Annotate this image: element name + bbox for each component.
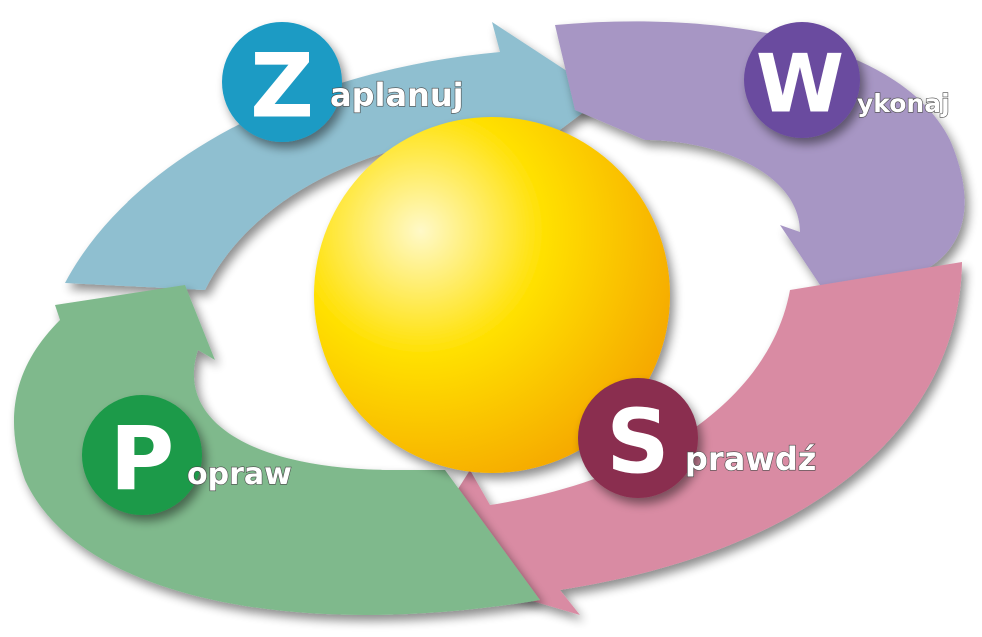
do-badge-letter: W [756, 38, 844, 131]
plan-badge [222, 22, 342, 142]
arrow-plan [65, 22, 605, 290]
center-sphere [314, 117, 670, 473]
step-act: P opraw [82, 395, 292, 515]
act-badge-letter: P [110, 408, 175, 511]
plan-label: aplanuj [330, 76, 464, 114]
check-badge [578, 378, 698, 498]
act-badge [82, 395, 202, 515]
plan-badge-letter: Z [250, 35, 314, 138]
arrow-act [13, 285, 540, 615]
arrow-do [555, 21, 965, 301]
step-plan: Z aplanuj [222, 22, 464, 142]
check-label: prawdź [685, 440, 816, 478]
do-label: ykonaj [857, 89, 950, 118]
act-label: opraw [187, 457, 292, 492]
step-do: W ykonaj [744, 22, 950, 138]
do-badge [744, 22, 860, 138]
step-check: S prawdź [578, 378, 817, 498]
check-badge-letter: S [606, 391, 669, 494]
